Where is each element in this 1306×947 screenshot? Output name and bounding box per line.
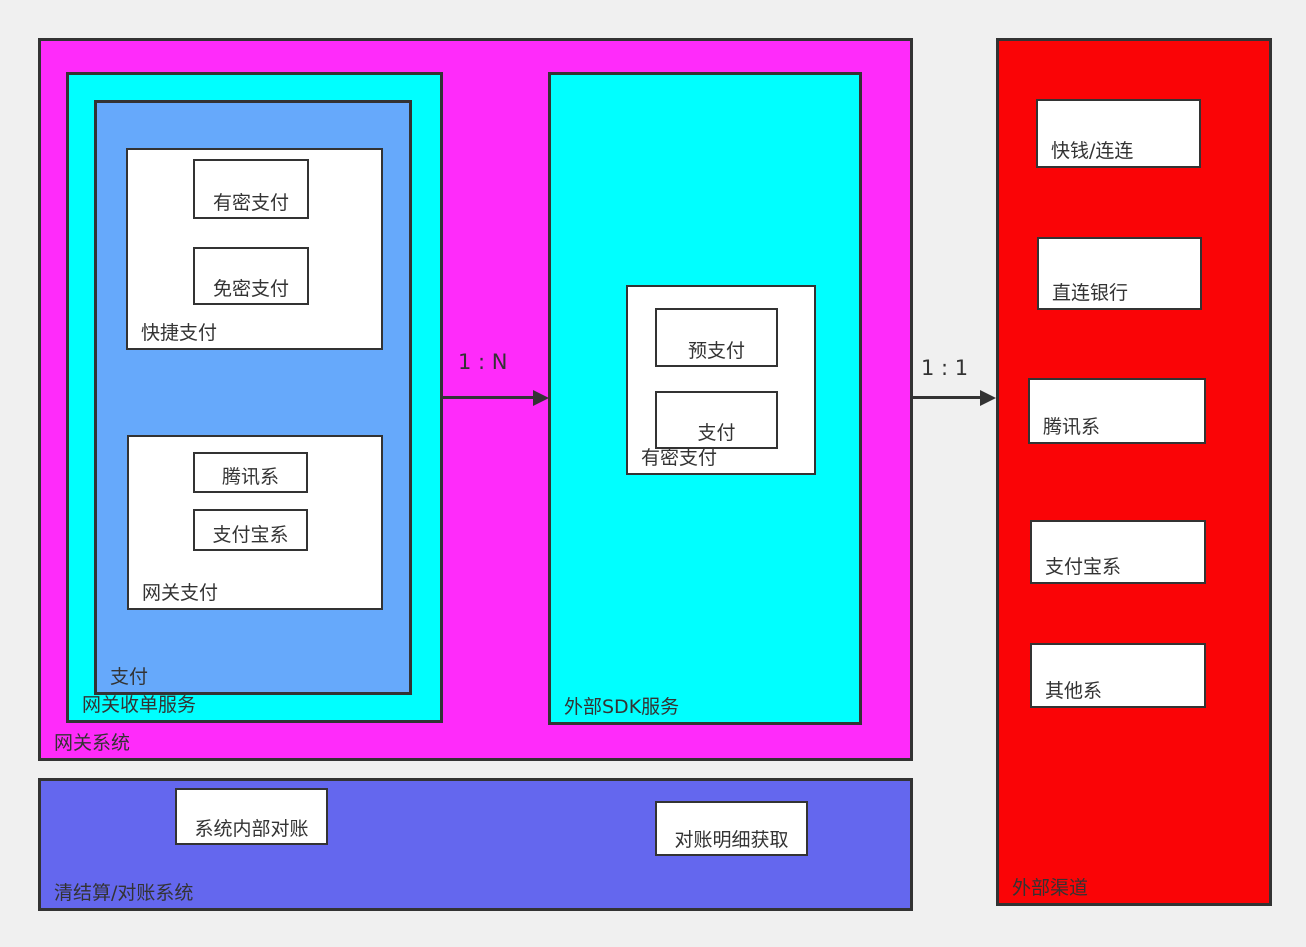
arrow-11-line <box>913 396 982 399</box>
prepay-box: 预支付 <box>655 308 778 367</box>
payment-container: 支付 快捷支付 有密支付 免密支付 网关支付 腾讯系 <box>94 100 412 695</box>
tencent-box: 腾讯系 <box>193 452 308 493</box>
passwordfree-payment-box: 免密支付 <box>193 247 309 305</box>
clearing-system-label: 清结算/对账系统 <box>54 882 194 905</box>
sdk-password-payment-label: 有密支付 <box>641 447 718 470</box>
sdk-password-payment-container: 有密支付 预支付 支付 <box>626 285 816 475</box>
internal-reconciliation-label: 系统内部对账 <box>194 818 309 841</box>
tencent-channel-label: 腾讯系 <box>1043 416 1101 439</box>
external-channels-container: 外部渠道 快钱/连连 直连银行 腾讯系 支付宝系 其他系 <box>996 38 1272 906</box>
arrow-1n-head-icon <box>533 390 549 406</box>
internal-reconciliation-box: 系统内部对账 <box>175 788 328 845</box>
direct-bank-box: 直连银行 <box>1037 237 1202 310</box>
gateway-payment-label: 网关支付 <box>142 582 219 605</box>
clearing-system-container: 清结算/对账系统 系统内部对账 对账明细获取 <box>38 778 913 911</box>
alipay-label: 支付宝系 <box>212 524 289 547</box>
tencent-label: 腾讯系 <box>221 466 279 489</box>
gateway-system-label: 网关系统 <box>54 732 131 755</box>
arrow-1n-line <box>443 396 535 399</box>
alipay-box: 支付宝系 <box>193 509 308 551</box>
arrow-1n-label: 1 : N <box>458 350 508 374</box>
password-payment-label: 有密支付 <box>212 192 289 215</box>
sdk-service-label: 外部SDK服务 <box>564 696 680 719</box>
sdk-service-container: 外部SDK服务 有密支付 预支付 支付 <box>548 72 862 725</box>
quick-payment-label: 快捷支付 <box>141 322 218 345</box>
acquiring-service-container: 网关收单服务 支付 快捷支付 有密支付 免密支付 网关支付 <box>66 72 443 723</box>
passwordfree-payment-label: 免密支付 <box>212 278 289 301</box>
reconciliation-detail-box: 对账明细获取 <box>655 801 808 856</box>
pay-label: 支付 <box>697 422 736 445</box>
arrow-11-label: 1 : 1 <box>921 356 969 380</box>
password-payment-box: 有密支付 <box>193 159 309 219</box>
reconciliation-detail-label: 对账明细获取 <box>674 829 789 852</box>
gateway-system-container: 网关系统 网关收单服务 支付 快捷支付 有密支付 免密支付 <box>38 38 913 761</box>
tencent-channel-box: 腾讯系 <box>1028 378 1206 444</box>
kuaiqian-lianlian-label: 快钱/连连 <box>1051 140 1134 163</box>
pay-box: 支付 <box>655 391 778 449</box>
gateway-payment-container: 网关支付 腾讯系 支付宝系 <box>127 435 383 610</box>
arrow-11-head-icon <box>980 390 996 406</box>
other-channel-label: 其他系 <box>1045 680 1103 703</box>
kuaiqian-lianlian-box: 快钱/连连 <box>1036 99 1201 168</box>
other-channel-box: 其他系 <box>1030 643 1206 708</box>
payment-label: 支付 <box>110 666 149 689</box>
prepay-label: 预支付 <box>687 340 745 363</box>
acquiring-service-label: 网关收单服务 <box>82 694 197 717</box>
alipay-channel-box: 支付宝系 <box>1030 520 1206 584</box>
quick-payment-container: 快捷支付 有密支付 免密支付 <box>126 148 383 350</box>
alipay-channel-label: 支付宝系 <box>1045 556 1122 579</box>
external-channels-label: 外部渠道 <box>1012 877 1089 900</box>
direct-bank-label: 直连银行 <box>1052 282 1129 305</box>
